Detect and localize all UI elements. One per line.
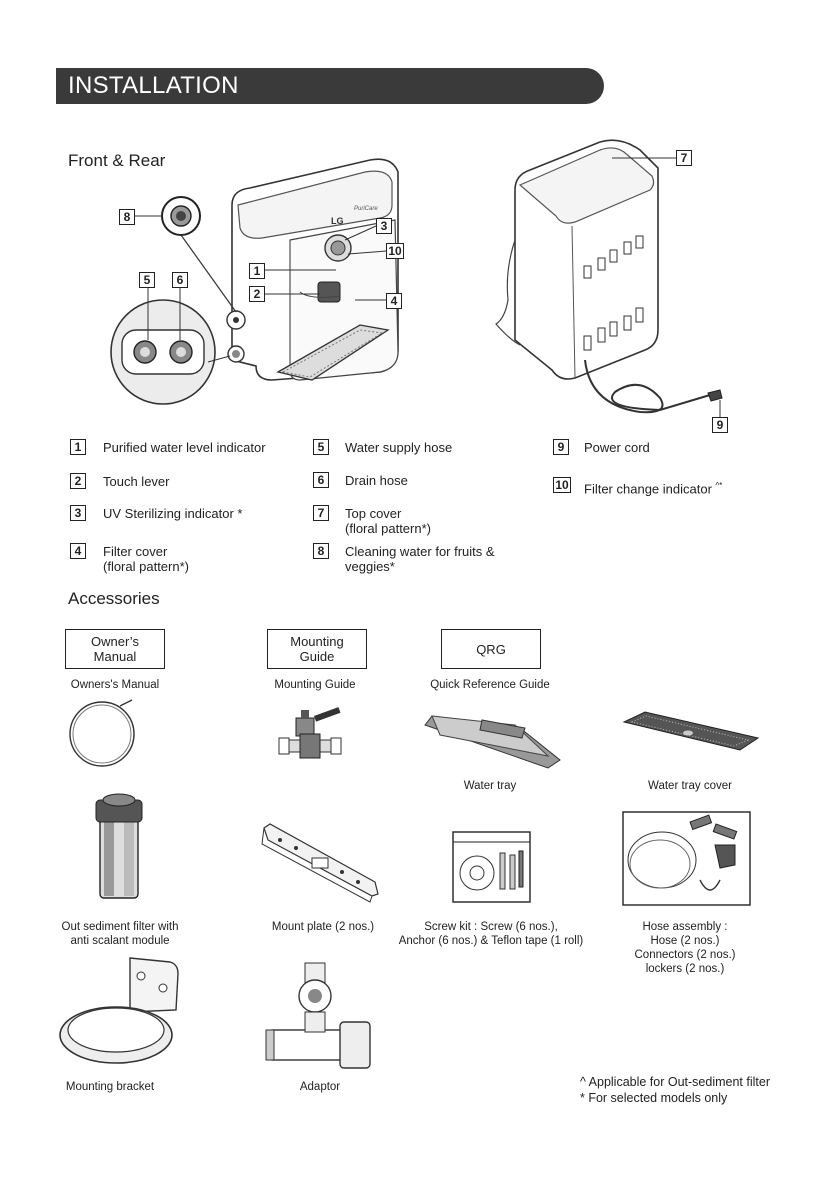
legend-label-4-sub: (floral pattern*) [103, 559, 189, 574]
mounting-guide-box: Mounting Guide [267, 629, 367, 669]
hose-assembly-caption-3: Connectors (2 nos.) [634, 949, 736, 961]
sediment-filter-caption-1: Out sediment filter with [61, 921, 179, 933]
mount-plate-caption: Mount plate (2 nos.) [271, 921, 375, 933]
page-title: INSTALLATION [68, 72, 239, 99]
legend-num-3: 3 [70, 505, 86, 521]
callout-9: 9 [712, 417, 728, 433]
footnote-star: * For selected models only [580, 1091, 728, 1105]
legend-num-7: 7 [313, 505, 329, 521]
owners-manual-box-line2: Manual [93, 649, 137, 664]
callout-3: 3 [376, 218, 392, 234]
hose-assembly-image [622, 811, 751, 906]
mount-plate-image [261, 823, 379, 903]
footnote-caret: ^ Applicable for Out-sediment filter [580, 1075, 770, 1089]
legend-label-4: Filter cover [103, 544, 168, 559]
sediment-filter-caption-2: anti scalant module [70, 935, 170, 947]
legend-label-8-sub: veggies* [345, 559, 395, 574]
adaptor-caption: Adaptor [299, 1081, 341, 1093]
callout-6: 6 [172, 272, 188, 288]
legend-num-2: 2 [70, 473, 86, 489]
water-tray-caption: Water tray [463, 780, 517, 792]
front-unit-illustration [110, 158, 399, 405]
mounting-guide-box-line2: Guide [299, 649, 335, 664]
legend-num-5: 5 [313, 439, 329, 455]
owners-manual-caption: Owners's Manual [70, 679, 160, 691]
callout-4: 4 [386, 293, 402, 309]
screw-kit-caption-2: Anchor (6 nos.) & Teflon tape (1 roll) [398, 935, 584, 947]
legend-num-9: 9 [553, 439, 569, 455]
callout-1: 1 [249, 263, 265, 279]
front-rear-heading: Front & Rear [68, 151, 166, 170]
legend-label-3: UV Sterilizing indicator * [103, 506, 243, 521]
sediment-filter-image [95, 793, 143, 899]
legend-label-2: Touch lever [103, 474, 170, 489]
legend-label-5: Water supply hose [345, 440, 453, 455]
mounting-bracket-caption: Mounting bracket [65, 1081, 155, 1093]
screw-kit-image [452, 831, 531, 903]
legend-num-8: 8 [313, 543, 329, 559]
legend-label-1: Purified water level indicator [103, 440, 266, 455]
legend-num-4: 4 [70, 543, 86, 559]
legend-label-7: Top cover [345, 506, 402, 521]
coiled-hose-image [69, 699, 135, 767]
legend-label-10-sup: ^* [715, 481, 723, 490]
section-banner [56, 68, 604, 104]
water-tray-cover-image [622, 711, 760, 751]
model-logo-text: PuriCare [354, 206, 378, 212]
owners-manual-box: Owner’s Manual [65, 629, 165, 669]
mounting-guide-caption: Mounting Guide [274, 679, 356, 691]
callout-8: 8 [119, 209, 135, 225]
water-tray-cover-caption: Water tray cover [648, 780, 732, 792]
mounting-bracket-image [59, 957, 179, 1064]
ball-valve-image [278, 707, 342, 759]
screw-kit-caption-1: Screw kit : Screw (6 nos.), [424, 921, 558, 933]
legend-num-6: 6 [313, 472, 329, 488]
legend-label-10: Filter change indicator ^* [584, 481, 723, 497]
water-tray-image [424, 715, 561, 769]
accessories-heading: Accessories [68, 589, 160, 608]
callout-2: 2 [249, 286, 265, 302]
legend-num-1: 1 [70, 439, 86, 455]
hose-assembly-caption-1: Hose assembly : [642, 921, 728, 933]
legend-label-8: Cleaning water for fruits & [345, 544, 495, 559]
legend-label-9: Power cord [584, 440, 650, 455]
mounting-guide-box-line1: Mounting [290, 634, 344, 649]
rear-unit-illustration [495, 139, 723, 418]
qrg-caption: Quick Reference Guide [430, 679, 550, 691]
brand-logo-text: LG [331, 216, 344, 226]
callout-7: 7 [676, 150, 692, 166]
owners-manual-box-line1: Owner’s [91, 634, 139, 649]
legend-label-7-sub: (floral pattern*) [345, 521, 431, 536]
legend-num-10: 10 [553, 477, 571, 493]
qrg-box-text: QRG [476, 641, 506, 657]
callout-10: 10 [386, 243, 404, 259]
adaptor-image [265, 962, 371, 1069]
qrg-box: QRG [441, 629, 541, 669]
hose-assembly-caption-4: lockers (2 nos.) [645, 963, 725, 975]
callout-5: 5 [139, 272, 155, 288]
hose-assembly-caption-2: Hose (2 nos.) [650, 935, 720, 947]
legend-label-6: Drain hose [345, 473, 408, 488]
